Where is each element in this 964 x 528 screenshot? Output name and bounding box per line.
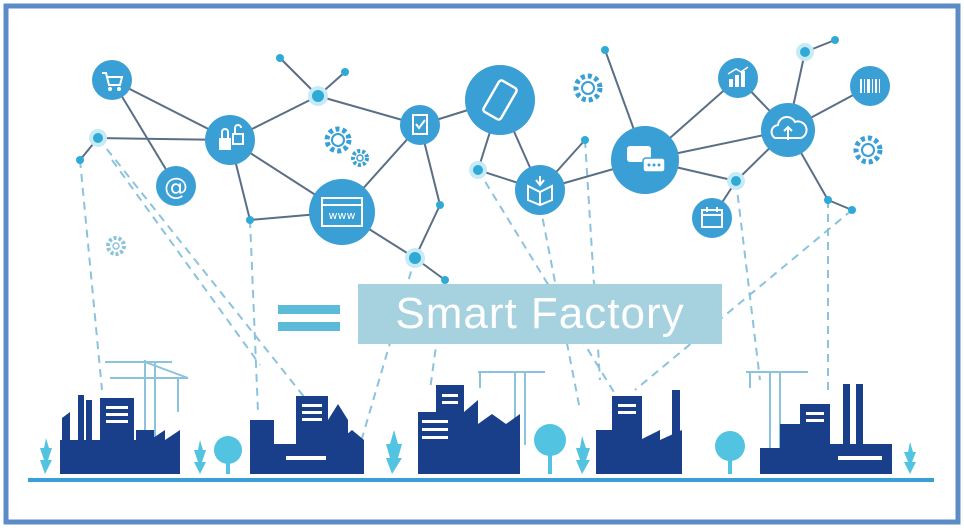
tree (534, 424, 566, 474)
shopping-cart-icon (92, 60, 132, 100)
tree (576, 436, 590, 474)
factory-windows (106, 394, 882, 460)
tree (715, 431, 745, 474)
gear-icon (573, 73, 603, 103)
gear-icons (106, 73, 883, 256)
hub-dot (308, 86, 328, 106)
factory-building (596, 390, 682, 474)
gear-icon (853, 135, 883, 165)
package-box-icon (515, 165, 565, 215)
factory-building (760, 384, 892, 474)
hub-dot (796, 43, 814, 61)
tree (194, 440, 206, 474)
diagram-title: Smart Factory (395, 289, 685, 338)
hub-dots (89, 43, 814, 268)
factory-building (60, 395, 180, 474)
crane (105, 360, 189, 440)
at-sign-icon: @ (156, 166, 196, 206)
ground-line (28, 478, 934, 482)
at-sign-label: @ (164, 173, 188, 201)
trees (40, 424, 916, 474)
connector-dots (76, 36, 856, 284)
bar-chart-icon (718, 58, 758, 98)
network-nodes: @ www (92, 58, 890, 245)
factory-skyline (60, 384, 892, 474)
gear-icon (351, 149, 369, 167)
browser-www-icon: www (309, 179, 375, 245)
title-banner: Smart Factory (358, 284, 722, 344)
hub-dot (727, 172, 745, 190)
calendar-icon (692, 198, 732, 238)
tree (386, 430, 402, 474)
gear-icon (106, 236, 126, 256)
hub-dot (89, 129, 107, 147)
chat-bubbles-icon (611, 126, 679, 194)
hub-dot (469, 161, 487, 179)
gear-icon (324, 126, 352, 154)
tree (40, 438, 52, 474)
equals-sign (278, 305, 340, 331)
cloud-upload-icon (761, 103, 815, 157)
clipboard-check-icon (400, 105, 440, 145)
www-label: www (329, 209, 356, 222)
hub-dot (405, 248, 425, 268)
smartphone-icon (465, 65, 535, 135)
tree (904, 442, 916, 474)
tree (214, 436, 242, 474)
padlock-icon (205, 115, 255, 165)
barcode-icon (850, 66, 890, 106)
